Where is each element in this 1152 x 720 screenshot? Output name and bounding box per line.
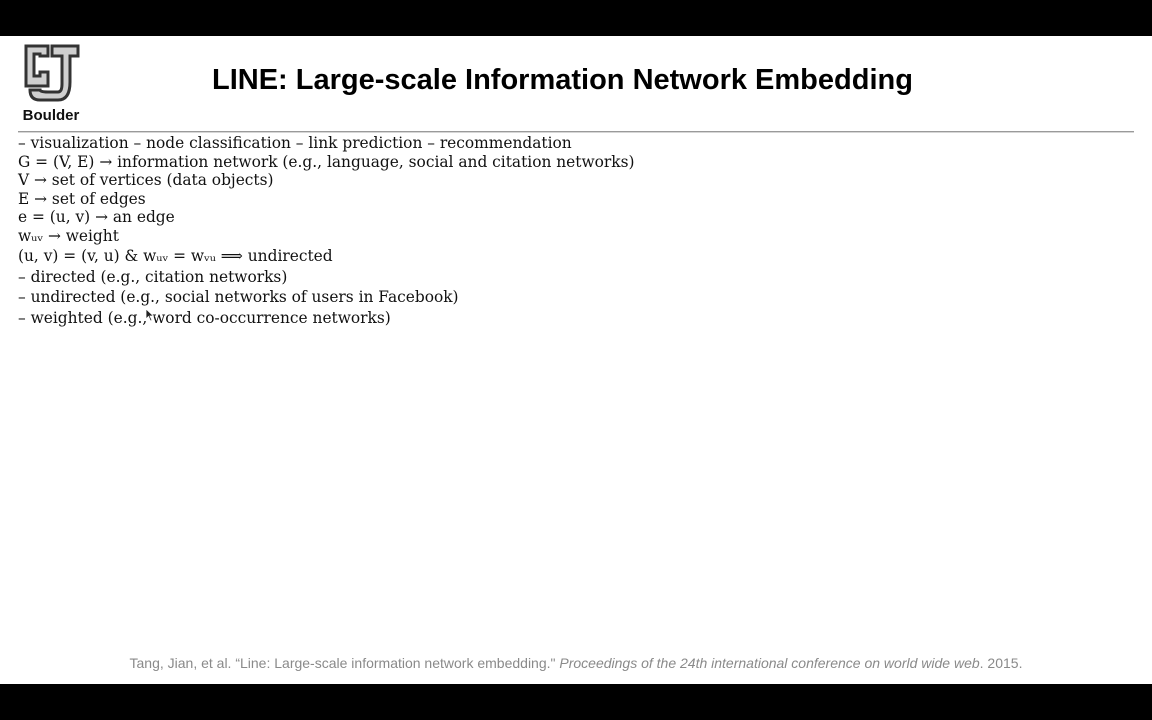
logo-text: Boulder (22, 107, 80, 124)
line-weighted: – weighted (e.g., word co-occurrence net… (18, 308, 391, 327)
citation-authors-title: Tang, Jian, et al. “Line: Large-scale in… (129, 655, 560, 671)
mouse-cursor-icon (145, 308, 155, 322)
title-divider (18, 131, 1134, 132)
line-weight: wᵤᵥ → weight (18, 226, 119, 245)
citation-year: . 2015. (979, 655, 1023, 671)
line-edges: E → set of edges (18, 189, 146, 208)
citation: Tang, Jian, et al. “Line: Large-scale in… (0, 655, 1152, 671)
slide: Boulder LINE: Large-scale Information Ne… (0, 36, 1152, 684)
line-applications: – visualization – node classification – … (18, 134, 572, 152)
line-directed: – directed (e.g., citation networks) (18, 267, 288, 286)
line-vertices: V → set of vertices (data objects) (18, 171, 274, 189)
line-undirected: – undirected (e.g., social networks of u… (18, 288, 459, 306)
line-graph-definition: G = (V, E) → information network (e.g., … (18, 152, 635, 171)
slide-title: LINE: Large-scale Information Network Em… (212, 64, 913, 96)
cu-logo-icon (24, 44, 80, 102)
line-edge: e = (u, v) → an edge (18, 208, 175, 226)
cu-boulder-logo: Boulder (18, 42, 84, 124)
content-lines: – visualization – node classification – … (18, 134, 635, 327)
line-undirected-definition: (u, v) = (v, u) & wᵤᵥ = wᵥᵤ ⟹ undirected (18, 247, 333, 265)
citation-venue: Proceedings of the 24th international co… (559, 655, 980, 671)
